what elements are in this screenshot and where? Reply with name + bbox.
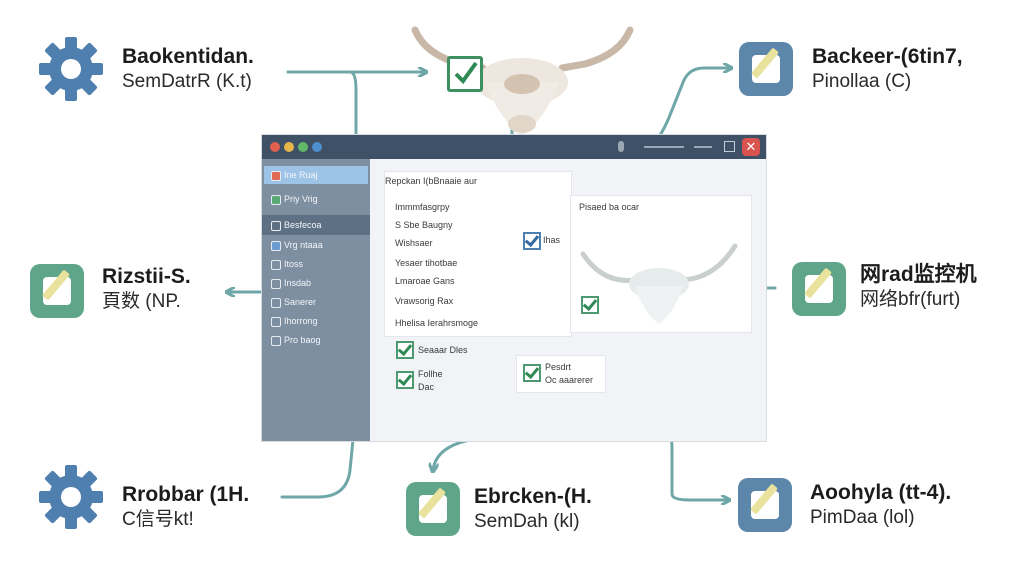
label-subtitle: 頁数 (NP. (102, 291, 181, 313)
toolbar-divider (644, 146, 684, 148)
label-subtitle: SemDah (kl) (474, 511, 580, 533)
window-zoom-dot[interactable] (298, 142, 308, 152)
list-item[interactable]: Hhelisa Ierahrsmoge (395, 318, 479, 328)
item-icon (271, 171, 281, 181)
window-extra-dot[interactable] (312, 142, 322, 152)
item-icon (271, 195, 281, 205)
close-icon[interactable]: ✕ (742, 138, 760, 156)
sidebar-item-label: Insdab (284, 278, 312, 288)
label-title: Backeer-(6tin7, (812, 45, 963, 68)
label-bottom-left: Rrobbar (1H. C信号kt! (122, 482, 249, 532)
sidebar-item-label: Itoss (284, 259, 304, 269)
label-title: Rizstii-S. (102, 265, 191, 288)
sidebar-item[interactable]: Sanerer (268, 293, 316, 311)
list-item[interactable]: Wishsaer (395, 238, 433, 248)
list-item[interactable]: Lmaroae Gans (395, 276, 455, 286)
check-item-sublabel: Oc aaarerer (545, 375, 594, 385)
item-icon (271, 336, 281, 346)
item-icon (271, 279, 281, 289)
checkbox-icon[interactable] (396, 341, 414, 359)
minimize-icon[interactable] (694, 146, 712, 148)
label-subtitle: C信号kt! (122, 509, 194, 531)
sidebar-item[interactable]: Ihorrong (268, 312, 318, 330)
label-subtitle: PimDaa (lol) (810, 507, 915, 529)
label-title: 网rad监控机 (860, 263, 977, 286)
panel-title: Repckan I(bBnaaie aur (385, 176, 478, 186)
content-panel-left: Repckan I(bBnaaie aur Immmfasgrpy S Sbe … (384, 171, 572, 337)
sidebar-item[interactable]: Priy Vrig (268, 190, 318, 208)
pencil-icon (738, 478, 792, 532)
window-close-dot[interactable] (270, 142, 280, 152)
panel-title: Pisaed ba ocar (579, 202, 640, 212)
check-item-label: Pesdrt (545, 362, 572, 372)
arrow-bottom-left (280, 438, 355, 499)
label-mid-left: Rizstii-S. 頁数 (NP. (102, 264, 191, 314)
checkbox-icon[interactable] (396, 371, 414, 389)
checkbox-label: Ihas (543, 235, 561, 245)
window-titlebar: ✕ (262, 135, 766, 159)
label-title: Ebrcken-(H. (474, 485, 592, 508)
window-minimize-dot[interactable] (284, 142, 294, 152)
label-bottom-center: Ebrcken-(H. SemDah (kl) (474, 484, 592, 534)
checkbox-icon[interactable] (581, 296, 599, 314)
label-subtitle: 网络bfr(furt) (860, 289, 961, 311)
sidebar-item[interactable]: Vrg ntaaa (268, 236, 323, 254)
sidebar-item[interactable]: Ine Ruaj (268, 166, 318, 184)
gear-icon (39, 465, 103, 529)
arrow-bottom-right (626, 430, 728, 500)
item-icon (271, 260, 281, 270)
list-item[interactable]: Yesaer tihotbae (395, 258, 458, 268)
sidebar-item[interactable]: Itoss (268, 255, 303, 273)
content-panel-right: Pisaed ba ocar (570, 195, 752, 333)
sidebar-item-label: Ine Ruaj (284, 170, 318, 180)
item-icon (271, 241, 281, 251)
label-top-left: Baokentidan. SemDatrR (K.t) (122, 44, 254, 94)
mic-icon (618, 141, 624, 152)
list-item[interactable]: Vrawsorig Rax (395, 296, 454, 306)
checkbox-icon (447, 56, 483, 92)
window-sidebar: Ine Ruaj Priy Vrig Besfecoa Vrg ntaaa It… (262, 159, 370, 441)
item-icon (271, 298, 281, 308)
pencil-icon (792, 262, 846, 316)
sidebar-item[interactable]: Pro baog (268, 331, 321, 349)
pencil-icon (739, 42, 793, 96)
sidebar-active-highlight (264, 166, 368, 184)
pencil-icon (30, 264, 84, 318)
label-mid-right: 网rad监控机 网络bfr(furt) (860, 262, 977, 312)
maximize-icon[interactable] (724, 141, 735, 152)
label-title: Rrobbar (1H. (122, 483, 250, 506)
sidebar-item-label: Sanerer (284, 297, 317, 307)
pencil-icon (406, 482, 460, 536)
sidebar-item[interactable]: Insdab (268, 274, 311, 292)
bull-head-icon (580, 243, 738, 324)
check-item-sublabel: Dac (418, 382, 435, 392)
label-title: Aoohyla (tt-4). (810, 481, 952, 504)
gear-icon (39, 37, 103, 101)
list-item[interactable]: Immmfasgrpy (395, 202, 450, 212)
sidebar-item-label: Vrg ntaaa (284, 240, 323, 250)
label-bottom-right: Aoohyla (tt-4). PimDaa (lol) (810, 480, 951, 530)
item-icon (271, 221, 281, 231)
bull-head-icon (411, 26, 634, 136)
label-subtitle: Pinollaa (C) (812, 71, 912, 93)
check-item-box: Pesdrt Oc aaarerer (516, 355, 606, 393)
sidebar-item-label: Ihorrong (284, 316, 318, 326)
label-title: Baokentidan. (122, 45, 254, 68)
sidebar-item-label: Priy Vrig (284, 194, 318, 204)
sidebar-item[interactable]: Besfecoa (268, 216, 322, 234)
label-top-right: Backeer-(6tin7, Pinollaa (C) (812, 44, 963, 94)
list-item[interactable]: S Sbe Baugny (395, 220, 453, 230)
sidebar-section-band (262, 215, 370, 235)
sidebar-item-label: Pro baog (284, 335, 321, 345)
label-subtitle: SemDatrR (K.t) (122, 71, 252, 93)
item-icon (271, 317, 281, 327)
sidebar-item-label: Besfecoa (284, 220, 322, 230)
app-window: ✕ Ine Ruaj Priy Vrig Besfecoa Vrg ntaaa … (261, 134, 767, 442)
checkbox-icon[interactable] (523, 232, 541, 250)
checkbox-icon[interactable] (523, 364, 541, 382)
check-item-label: Follhe (418, 369, 443, 379)
check-item-label: Seaaar Dles (418, 345, 468, 355)
